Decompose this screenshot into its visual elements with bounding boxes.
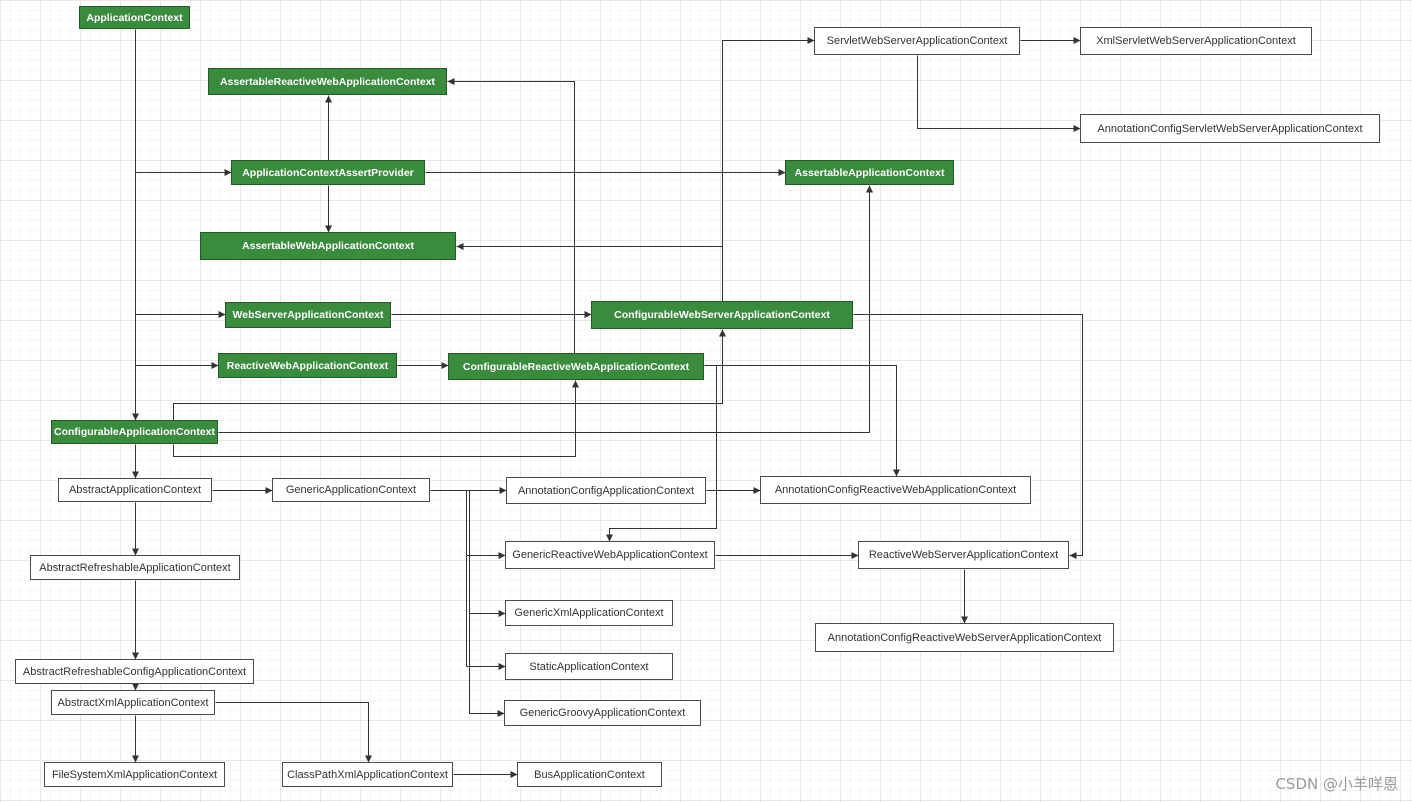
node-annotation-config-reactive-web-server-application-context: AnnotationConfigReactiveWebServerApplica… (815, 623, 1114, 652)
node-abstract-xml-application-context: AbstractXmlApplicationContext (51, 690, 215, 715)
node-generic-reactive-web-application-context: GenericReactiveWebApplicationContext (505, 541, 715, 569)
node-configurable-application-context: ConfigurableApplicationContext (51, 420, 218, 444)
node-generic-groovy-application-context: GenericGroovyApplicationContext (504, 700, 701, 726)
edge-generic-to-static (430, 490, 506, 670)
node-abstract-refreshable-application-context: AbstractRefreshableApplicationContext (30, 555, 240, 580)
node-assertable-application-context: AssertableApplicationContext (785, 160, 954, 185)
node-annotation-config-application-context: AnnotationConfigApplicationContext (506, 477, 706, 504)
edge-abstract-xml-to-class-path-xml (215, 702, 372, 763)
node-assertable-reactive-web-application-context: AssertableReactiveWebApplicationContext (208, 68, 447, 95)
edge-configurable-application-context-to-assertable-application-context (218, 185, 873, 433)
edge-configurable-web-server-to-reactive-web-server (853, 314, 1083, 559)
node-bus-application-context: BusApplicationContext (517, 762, 662, 787)
node-annotation-config-servlet-web-server-application-context: AnnotationConfigServletWebServerApplicat… (1080, 114, 1380, 143)
node-web-server-application-context: WebServerApplicationContext (225, 302, 391, 328)
node-file-system-xml-application-context: FileSystemXmlApplicationContext (44, 762, 225, 787)
node-class-path-xml-application-context: ClassPathXmlApplicationContext (282, 762, 453, 787)
node-annotation-config-reactive-web-application-context: AnnotationConfigReactiveWebApplicationCo… (760, 476, 1031, 504)
node-assertable-web-application-context: AssertableWebApplicationContext (200, 232, 456, 260)
edge-generic-to-generic-xml (430, 490, 506, 617)
node-generic-application-context: GenericApplicationContext (272, 478, 430, 502)
node-static-application-context: StaticApplicationContext (505, 653, 673, 680)
node-xml-servlet-web-server-application-context: XmlServletWebServerApplicationContext (1080, 27, 1312, 55)
edge-configurable-application-context-to-configurable-reactive-web (173, 380, 579, 457)
node-application-context-assert-provider: ApplicationContextAssertProvider (231, 160, 425, 185)
edge-generic-to-generic-groovy (430, 490, 505, 717)
node-reactive-web-application-context: ReactiveWebApplicationContext (218, 353, 397, 378)
node-configurable-reactive-web-application-context: ConfigurableReactiveWebApplicationContex… (448, 353, 704, 380)
edge-configurable-reactive-web-to-generic-reactive-web (606, 365, 717, 542)
edge-configurable-reactive-web-to-annotation-config-reactive-web (704, 365, 900, 477)
edge-servlet-web-server-to-annotation-config-servlet-web-server (917, 55, 1081, 132)
edge-configurable-reactive-web-to-assertable-reactive-web (447, 78, 575, 354)
node-generic-xml-application-context: GenericXmlApplicationContext (505, 600, 673, 626)
node-abstract-application-context: AbstractApplicationContext (58, 478, 212, 502)
node-application-context: ApplicationContext (79, 6, 190, 29)
edge-configurable-web-server-to-servlet-web-server (722, 37, 815, 302)
edge-configurable-application-context-to-configurable-web-server (173, 329, 726, 421)
node-servlet-web-server-application-context: ServletWebServerApplicationContext (814, 27, 1020, 55)
watermark-text: CSDN @小羊咩恩 (1275, 775, 1398, 793)
node-configurable-web-server-application-context: ConfigurableWebServerApplicationContext (591, 301, 853, 329)
node-abstract-refreshable-config-application-context: AbstractRefreshableConfigApplicationCont… (15, 659, 254, 684)
node-reactive-web-server-application-context: ReactiveWebServerApplicationContext (858, 541, 1069, 569)
edge-generic-to-generic-reactive-web (430, 490, 506, 559)
